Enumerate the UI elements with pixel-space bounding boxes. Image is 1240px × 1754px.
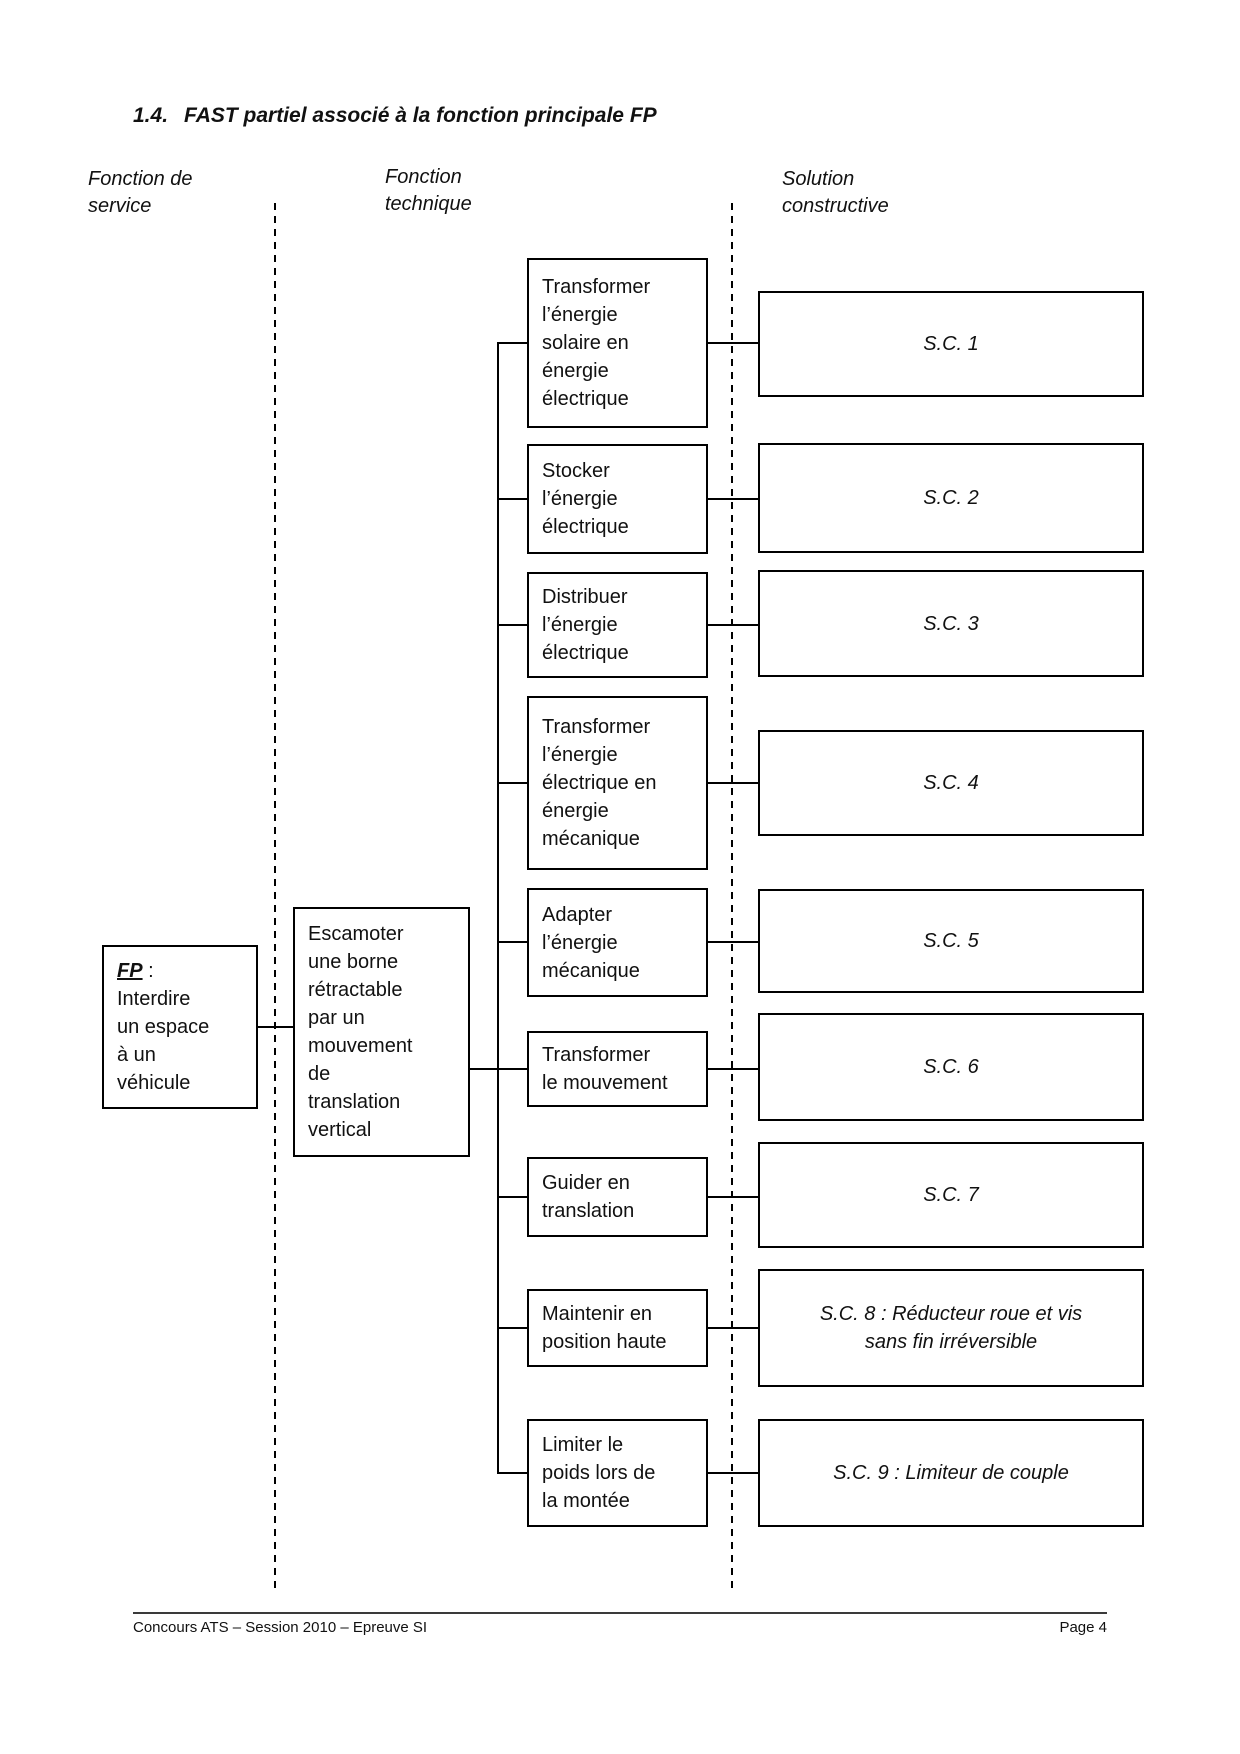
- function-text-8: Maintenir en position haute: [542, 1303, 667, 1353]
- spine-stub-4: [498, 782, 529, 784]
- solution-box-7: S.C. 7: [758, 1142, 1144, 1248]
- function-text-9: Limiter le poids lors de la montée: [542, 1434, 656, 1512]
- title-number: 1.4.: [133, 104, 169, 127]
- connector-function-solution-8: [706, 1327, 760, 1329]
- spine-stub-9: [498, 1472, 529, 1474]
- connector-function-solution-6: [706, 1068, 760, 1070]
- connector-function-solution-1: [706, 342, 760, 344]
- solution-text-9: S.C. 9 : Limiteur de couple: [833, 1462, 1069, 1484]
- function-text-1: Transformer l’énergie solaire en énergie…: [542, 276, 651, 410]
- intermediate-function-box: Escamoter une borne rétractable par un m…: [293, 907, 470, 1157]
- solution-box-8: S.C. 8 : Réducteur roue et vis sans fin …: [758, 1269, 1144, 1387]
- column-header-service: Fonction de service: [88, 168, 193, 217]
- connector-function-solution-3: [706, 624, 760, 626]
- spine-stub-1: [498, 342, 529, 344]
- solution-box-4: S.C. 4: [758, 730, 1144, 836]
- fp-text: Interdire un espace à un véhicule: [117, 988, 210, 1094]
- function-text-4: Transformer l’énergie électrique en éner…: [542, 716, 657, 850]
- title-text: FAST partiel associé à la fonction princ…: [184, 104, 657, 127]
- spine-stub-8: [498, 1327, 529, 1329]
- function-text-6: Transformer le mouvement: [542, 1044, 668, 1094]
- connector-function-solution-9: [706, 1472, 760, 1474]
- solution-box-5: S.C. 5: [758, 889, 1144, 993]
- footer-rule: [133, 1612, 1107, 1614]
- function-text-5: Adapter l’énergie mécanique: [542, 903, 640, 982]
- solution-text-4: S.C. 4: [923, 772, 979, 794]
- connector-function-solution-5: [706, 941, 760, 943]
- spine-stub-5: [498, 941, 529, 943]
- connector-function-solution-2: [706, 498, 760, 500]
- solution-text-5: S.C. 5: [923, 930, 979, 952]
- column-divider-dashed-2: [731, 203, 733, 1593]
- connector-function-solution-7: [706, 1196, 760, 1198]
- function-box-6: Transformer le mouvement: [527, 1031, 708, 1107]
- spine-stub-3: [498, 624, 529, 626]
- function-box-7: Guider en translation: [527, 1157, 708, 1237]
- solution-text-6: S.C. 6: [923, 1056, 979, 1078]
- connector-function-solution-4: [706, 782, 760, 784]
- footer-page-number: Page 4: [1059, 1619, 1107, 1636]
- column-divider-dashed-1: [274, 203, 276, 1593]
- fp-separator: :: [142, 960, 154, 982]
- fp-label: FP: [117, 960, 143, 982]
- solution-text-1: S.C. 1: [923, 333, 979, 355]
- function-text-7: Guider en translation: [542, 1172, 635, 1222]
- function-text-2: Stocker l’énergie électrique: [542, 460, 629, 538]
- connector-fp-to-intermediate: [256, 1026, 295, 1028]
- solution-box-3: S.C. 3: [758, 570, 1144, 677]
- function-box-3: Distribuer l’énergie électrique: [527, 572, 708, 678]
- function-box-9: Limiter le poids lors de la montée: [527, 1419, 708, 1527]
- spine-stub-2: [498, 498, 529, 500]
- function-box-1: Transformer l’énergie solaire en énergie…: [527, 258, 708, 428]
- solution-box-6: S.C. 6: [758, 1013, 1144, 1121]
- function-box-2: Stocker l’énergie électrique: [527, 444, 708, 554]
- footer-left: Concours ATS – Session 2010 – Epreuve SI: [133, 1619, 428, 1636]
- solution-box-1: S.C. 1: [758, 291, 1144, 397]
- column-header-solution: Solution constructive: [782, 168, 889, 217]
- solution-text-7: S.C. 7: [923, 1184, 979, 1206]
- function-box-5: Adapter l’énergie mécanique: [527, 888, 708, 997]
- column-header-technique: Fonction technique: [385, 166, 472, 215]
- page-title: 1.4. FAST partiel associé à la fonction p…: [133, 104, 657, 128]
- spine-line: [497, 342, 499, 1474]
- solution-text-2: S.C. 2: [923, 487, 979, 509]
- solution-box-9: S.C. 9 : Limiteur de couple: [758, 1419, 1144, 1527]
- solution-text-8: S.C. 8 : Réducteur roue et vis sans fin …: [819, 1303, 1083, 1353]
- function-text-3: Distribuer l’énergie électrique: [542, 586, 629, 664]
- solution-box-2: S.C. 2: [758, 443, 1144, 553]
- spine-stub-7: [498, 1196, 529, 1198]
- intermediate-function-text: Escamoter une borne rétractable par un m…: [308, 923, 413, 1141]
- fp-heading: FP :: [117, 957, 154, 985]
- solution-text-3: S.C. 3: [923, 612, 979, 635]
- function-box-4: Transformer l’énergie électrique en éner…: [527, 696, 708, 870]
- service-function-box: FP : Interdire un espace à un véhicule: [102, 945, 258, 1109]
- function-box-8: Maintenir en position haute: [527, 1289, 708, 1367]
